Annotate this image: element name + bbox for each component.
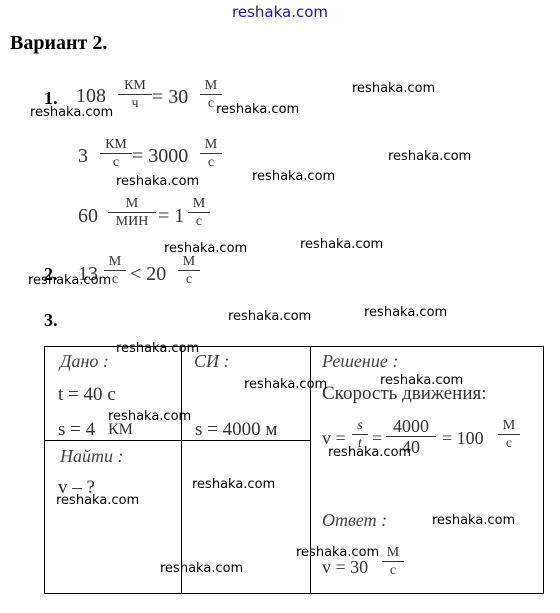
p2-comparison: < 20 [130,263,167,285]
watermark: reshaka.com [432,513,516,528]
given-heading: Дано : [60,351,109,371]
watermark: reshaka.com [192,477,276,492]
watermark: reshaka.com [116,174,200,189]
problem-1-label: 1. [44,88,58,108]
answer-heading: Ответ : [322,510,388,530]
si-heading: СИ : [194,351,230,371]
watermark: reshaka.com [364,305,448,320]
watermark: reshaka.com [388,149,472,164]
watermark: reshaka.com [216,102,300,117]
watermark-top: reshaka.com [232,3,328,21]
watermark: reshaka.com [108,409,192,424]
watermark: reshaka.com [352,81,436,96]
problem-2-label: 2. [44,264,58,284]
watermark: reshaka.com [30,105,114,120]
answer-value: v = 30 [322,557,369,577]
p1-row1-equals: = 30 [152,86,189,108]
given-distance-unit: КМ [108,421,133,438]
formula-equals-1: = [372,428,383,448]
watermark: reshaka.com [116,341,200,356]
watermark: reshaka.com [164,241,248,256]
watermark: reshaka.com [160,561,244,576]
given-distance: s = 4 [58,419,96,440]
p1-row2-equals: = 3000 [132,145,189,167]
find-heading: Найти : [60,446,124,466]
p2-lhs-number: 13 [78,263,98,285]
solution-heading: Решение : [322,351,399,371]
watermark: reshaka.com [300,237,384,252]
p1-row1-lhs-number: 108 [76,85,106,107]
formula-v: v = [322,428,346,448]
speed-label: Скорость движения: [322,383,487,404]
watermark: reshaka.com [244,377,328,392]
problem-3-label: 3. [44,310,58,330]
p1-row3-equals: = 1 [158,205,185,227]
watermark: reshaka.com [56,493,140,508]
find-value: v – ? [58,477,95,498]
formula-equals-100: = 100 [442,428,484,448]
page-title: Вариант 2. [10,32,108,54]
p1-row3-lhs-number: 60 [78,205,98,227]
watermark: reshaka.com [252,169,336,184]
watermark: reshaka.com [328,445,412,460]
watermark: reshaka.com [296,545,380,560]
p1-row2-lhs-number: 3 [78,145,88,167]
watermark: reshaka.com [28,273,112,288]
si-distance: s = 4000 м [195,419,278,440]
watermark: reshaka.com [228,309,312,324]
given-time: t = 40 с [58,384,116,405]
watermark: reshaka.com [380,373,464,388]
